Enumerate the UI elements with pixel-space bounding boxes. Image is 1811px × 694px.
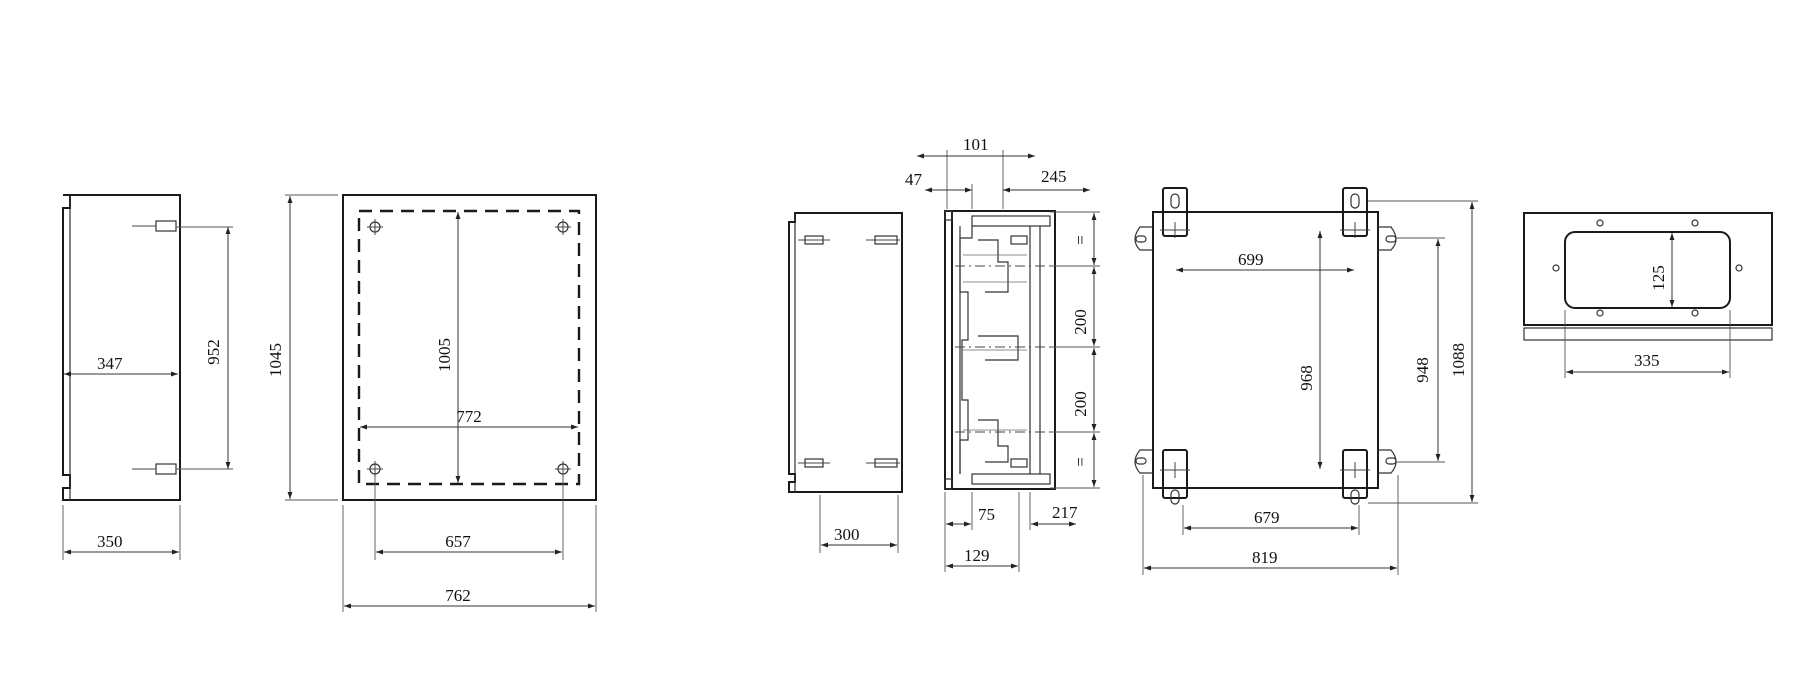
wall-bracket-icon [1340, 449, 1370, 505]
wall-bracket-icon [1340, 187, 1370, 238]
dim-347-label: 347 [97, 354, 123, 373]
gland-plate-view: 125 335 [1523, 212, 1773, 378]
dim-1005-label: 1005 [435, 338, 454, 372]
section-view: 101 47 245 = 200 200 = 75 217 129 [905, 135, 1100, 572]
dim-657-label: 657 [445, 532, 471, 551]
mounting-hole-icon [367, 461, 383, 477]
screw-hole-icon [1552, 264, 1560, 272]
dim-762-label: 762 [445, 586, 471, 605]
side-lug-icon [1134, 449, 1153, 474]
mounting-hole-icon [555, 219, 571, 235]
side-view-2: 300 [788, 212, 903, 553]
side-view-outline [62, 194, 181, 501]
dim-300-label: 300 [834, 525, 860, 544]
gland-plate-outline [1523, 212, 1773, 326]
side-view: 347 952 350 [62, 194, 233, 560]
dim-679-label: 679 [1254, 508, 1280, 527]
dim-968-label: 968 [1297, 365, 1316, 391]
dim-101-label: 101 [963, 135, 989, 154]
screw-hole-icon [1691, 219, 1699, 227]
dim-772-label: 772 [456, 407, 482, 426]
dim-75-label: 75 [978, 505, 995, 524]
wall-bracket-icon [1160, 449, 1190, 505]
dim-217-label: 217 [1052, 503, 1078, 522]
bolt-icon [132, 220, 177, 232]
mounting-hole-icon [555, 461, 571, 477]
rear-view-outline [1152, 211, 1379, 489]
dim-1045-label: 1045 [266, 343, 285, 377]
side-lug-icon [1134, 226, 1153, 251]
dim-699-label: 699 [1238, 250, 1264, 269]
dim-129-label: 129 [964, 546, 990, 565]
side-view-2-outline [788, 212, 903, 493]
side-lug-icon [1378, 449, 1397, 474]
hinge-slot-icon [866, 235, 900, 245]
gland-plate-opening [1564, 231, 1731, 309]
dim-350-label: 350 [97, 532, 123, 551]
dim-equal-bottom-label: = [1071, 457, 1090, 467]
section-view-outline [944, 210, 1056, 490]
wall-bracket-icon [1160, 187, 1190, 238]
screw-hole-icon [1596, 219, 1604, 227]
dim-1088-label: 1088 [1449, 343, 1468, 377]
front-view: 1045 1005 772 657 762 [266, 194, 597, 612]
dim-335-label: 335 [1634, 351, 1660, 370]
dim-245-label: 245 [1041, 167, 1067, 186]
dim-200-lower-label: 200 [1071, 391, 1090, 417]
bolt-icon [132, 463, 177, 475]
hinge-slot-icon [798, 458, 830, 468]
screw-hole-icon [1691, 309, 1699, 317]
hinge-slot-icon [798, 235, 830, 245]
dim-equal-top-label: = [1071, 235, 1090, 245]
screw-hole-icon [1735, 264, 1743, 272]
dim-125-label: 125 [1649, 265, 1668, 291]
dim-200-upper-label: 200 [1071, 309, 1090, 335]
mounting-hole-icon [367, 219, 383, 235]
hinge-slot-icon [866, 458, 900, 468]
dim-819-label: 819 [1252, 548, 1278, 567]
rear-view: 699 968 948 1088 679 819 [1134, 187, 1478, 575]
door-seal-outline [357, 209, 581, 486]
screw-hole-icon [1596, 309, 1604, 317]
dim-47-label: 47 [905, 170, 923, 189]
side-lug-icon [1378, 226, 1397, 251]
dim-948-label: 948 [1413, 357, 1432, 383]
dim-952-label: 952 [204, 339, 223, 365]
front-view-outline [342, 194, 597, 501]
